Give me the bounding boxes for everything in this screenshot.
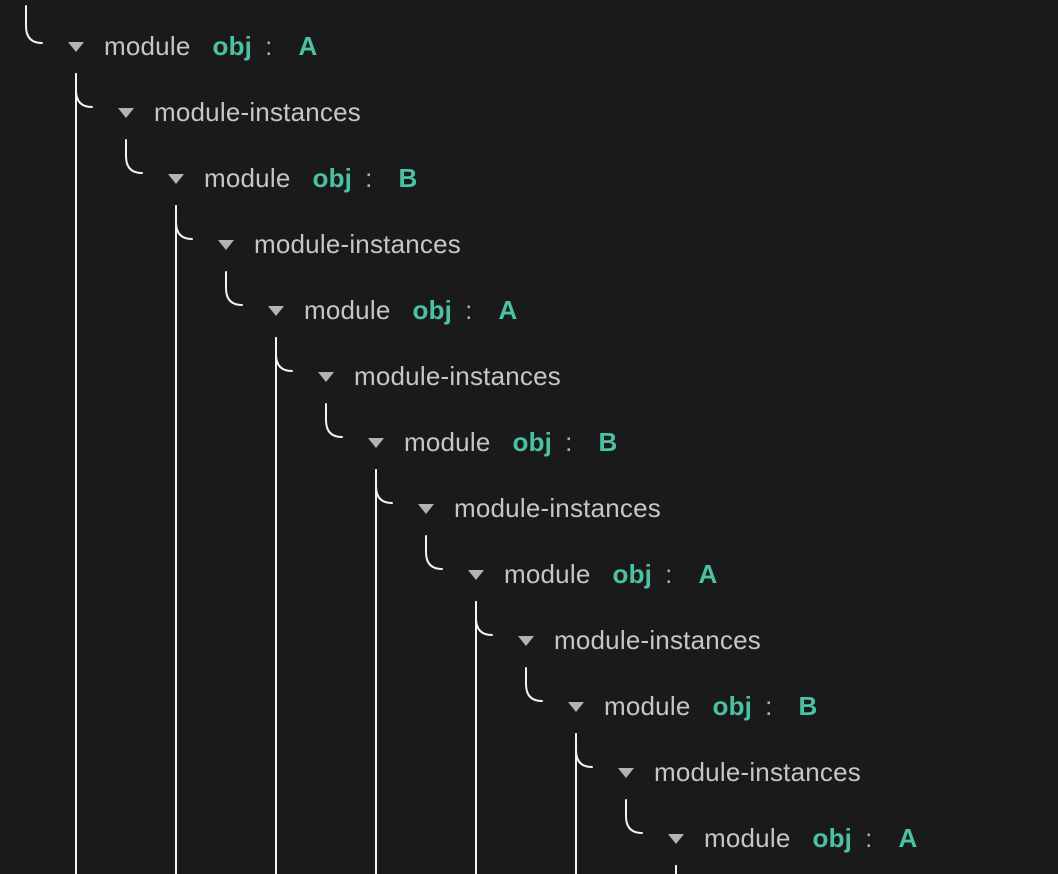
object-class-value: A [898, 823, 918, 853]
module-instances-label: module-instances [554, 625, 761, 655]
tree-row-module-instances[interactable]: module-instances [618, 756, 861, 788]
field-name: obj [212, 31, 253, 61]
triangle-down-icon[interactable] [168, 174, 184, 184]
field-name: obj [712, 691, 753, 721]
triangle-down-icon[interactable] [118, 108, 134, 118]
module-instances-label: module-instances [454, 493, 661, 523]
module-instances-label: module-instances [154, 97, 361, 127]
module-keyword: module [304, 295, 391, 325]
module-instances-label: module-instances [654, 757, 861, 787]
triangle-down-icon[interactable] [218, 240, 234, 250]
triangle-down-icon[interactable] [268, 306, 284, 316]
tree-row-module[interactable]: module obj: B [168, 162, 418, 194]
triangle-down-icon[interactable] [618, 768, 634, 778]
triangle-down-icon[interactable] [668, 834, 684, 844]
tree-row-label: module-instances [254, 228, 461, 260]
tree-row-module-instances[interactable]: module-instances [218, 228, 461, 260]
colon-separator: : [265, 31, 273, 61]
module-instances-label: module-instances [254, 229, 461, 259]
object-class-value: B [598, 427, 618, 457]
tree-row-module[interactable]: module obj: B [568, 690, 818, 722]
colon-separator: : [465, 295, 473, 325]
tree-row-label: module obj: A [104, 30, 318, 62]
triangle-down-icon[interactable] [468, 570, 484, 580]
module-keyword: module [404, 427, 491, 457]
tree-row-label: module obj: A [304, 294, 518, 326]
triangle-down-icon[interactable] [518, 636, 534, 646]
module-keyword: module [204, 163, 291, 193]
colon-separator: : [865, 823, 873, 853]
tree-row-module[interactable]: module obj: B [368, 426, 618, 458]
colon-separator: : [665, 559, 673, 589]
triangle-down-icon[interactable] [318, 372, 334, 382]
tree-row-module[interactable]: module obj: A [668, 822, 918, 854]
field-name: obj [312, 163, 353, 193]
module-instances-label: module-instances [354, 361, 561, 391]
tree-row-label: module obj: B [404, 426, 618, 458]
module-keyword: module [504, 559, 591, 589]
triangle-down-icon[interactable] [68, 42, 84, 52]
module-keyword: module [104, 31, 191, 61]
tree-row-label: module obj: A [504, 558, 718, 590]
colon-separator: : [565, 427, 573, 457]
tree-row-label: module-instances [454, 492, 661, 524]
triangle-down-icon[interactable] [368, 438, 384, 448]
tree-row-module[interactable]: module obj: A [468, 558, 718, 590]
field-name: obj [612, 559, 653, 589]
field-name: obj [412, 295, 453, 325]
tree-row-module-instances[interactable]: module-instances [318, 360, 561, 392]
module-keyword: module [704, 823, 791, 853]
field-name: obj [512, 427, 553, 457]
triangle-down-icon[interactable] [568, 702, 584, 712]
tree-row-label: module-instances [354, 360, 561, 392]
triangle-down-icon[interactable] [418, 504, 434, 514]
colon-separator: : [765, 691, 773, 721]
tree-row-label: module-instances [154, 96, 361, 128]
object-class-value: A [698, 559, 718, 589]
field-name: obj [812, 823, 853, 853]
tree-row-label: module obj: B [204, 162, 418, 194]
tree-row-label: module-instances [654, 756, 861, 788]
tree-row-label: module obj: B [604, 690, 818, 722]
object-class-value: A [298, 31, 318, 61]
tree-row-module-instances[interactable]: module-instances [518, 624, 761, 656]
tree-row-module[interactable]: module obj: A [68, 30, 318, 62]
object-class-value: B [798, 691, 818, 721]
object-class-value: B [398, 163, 418, 193]
tree-row-module-instances[interactable]: module-instances [418, 492, 661, 524]
tree-row-module[interactable]: module obj: A [268, 294, 518, 326]
module-keyword: module [604, 691, 691, 721]
object-class-value: A [498, 295, 518, 325]
tree-row-module-instances[interactable]: module-instances [118, 96, 361, 128]
colon-separator: : [365, 163, 373, 193]
tree-row-label: module obj: A [704, 822, 918, 854]
tree-row-label: module-instances [554, 624, 761, 656]
